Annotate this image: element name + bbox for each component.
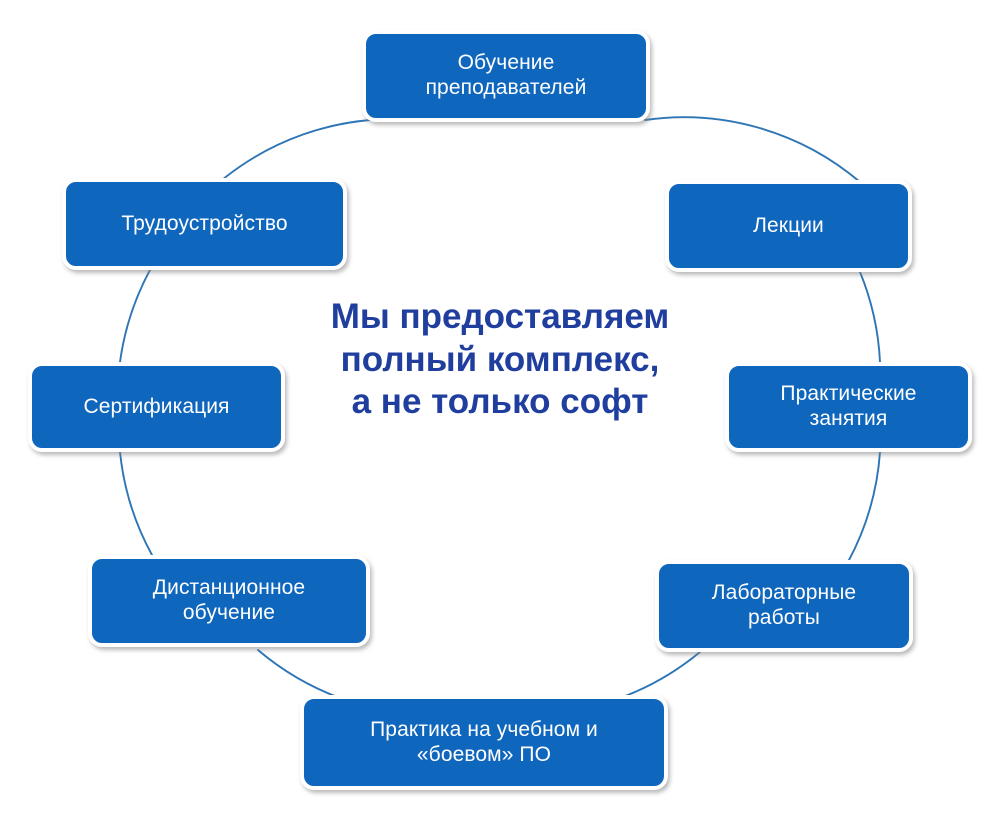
node-lab-works[interactable]: Лабораторные работы [655, 560, 913, 652]
arc-lab-works-to-practice [619, 651, 701, 699]
node-employment[interactable]: Трудоустройство [62, 178, 347, 270]
node-teacher-training-label: Обучение преподавателей [425, 51, 587, 99]
node-practical-classes-label: Практические занятия [780, 382, 917, 430]
node-distance-learning[interactable]: Дистанционное обучение [88, 555, 370, 647]
node-practice-on-software-label: Практика на учебном и «боевом» ПО [370, 717, 598, 766]
arc-practical-classes-to-lab-works [847, 451, 881, 563]
arc-practice-to-distance-learning [257, 649, 341, 699]
arc-teacher-training-to-lectures [644, 116, 861, 183]
node-lectures[interactable]: Лекции [665, 180, 912, 272]
node-distance-learning-label: Дистанционное обучение [152, 576, 306, 624]
node-lab-works-label: Лабораторные работы [711, 581, 857, 629]
node-certification-label: Сертификация [83, 394, 230, 418]
node-lectures-label: Лекции [753, 213, 824, 237]
node-teacher-training[interactable]: Обучение преподавателей [362, 30, 650, 122]
arc-certification-to-employment [119, 269, 151, 363]
arc-lectures-to-practical-classes [859, 271, 881, 363]
node-employment-label: Трудоустройство [121, 211, 288, 235]
node-certification[interactable]: Сертификация [28, 362, 285, 452]
diagram-center-text: Мы предоставляем полный комплекс, а не т… [330, 297, 670, 422]
node-practical-classes[interactable]: Практические занятия [725, 362, 972, 452]
node-practice-on-software[interactable]: Практика на учебном и «боевом» ПО [300, 695, 668, 790]
arc-distance-learning-to-certification [119, 451, 153, 556]
